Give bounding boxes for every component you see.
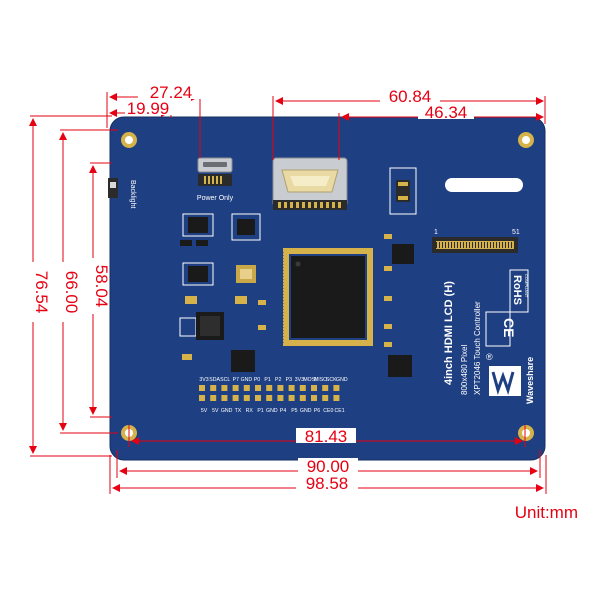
header-pin (333, 395, 340, 401)
header-pin (288, 385, 295, 391)
dimension-label: 98.58 (306, 474, 349, 493)
dimension-label: 66.00 (62, 271, 81, 314)
dimension-label: 19.99 (127, 99, 170, 118)
header-pin (210, 385, 217, 391)
pin-label: P4 (280, 408, 286, 414)
board-touch-controller: XPT2046 Touch Controller (473, 301, 482, 395)
unit-label: Unit:mm (515, 503, 578, 522)
header-pin (299, 385, 306, 391)
pin-header (199, 385, 340, 401)
board-resolution: 800x480 Pixel (460, 345, 469, 395)
micro-usb-connector (197, 157, 233, 186)
dimension-label: 60.84 (389, 87, 432, 106)
header-pin (243, 395, 250, 401)
pin-label: 3V3 (199, 377, 208, 383)
pin-label: GND (221, 408, 233, 414)
header-pin (277, 395, 284, 401)
pin-label: P3 (286, 377, 292, 383)
pin-label: GND (266, 408, 278, 414)
svg-text:CE: CE (501, 318, 517, 337)
mounting-hole-icon (518, 425, 534, 441)
header-pin (255, 395, 261, 401)
fpc-connector (432, 237, 518, 253)
pin-label: 5V (201, 408, 208, 414)
header-pin (322, 385, 329, 391)
fpc-pin-last: 51 (512, 229, 520, 236)
pin-label: 5V (212, 408, 219, 414)
header-pin (277, 385, 284, 391)
rohs-mark-icon: RoHS COMPLIANT (509, 269, 529, 313)
main-chip (283, 248, 373, 346)
dimension-label: 27.24 (150, 83, 193, 102)
header-pin (199, 385, 205, 391)
pin-label: GND (336, 377, 348, 383)
svg-text:RoHS: RoHS (511, 275, 523, 305)
svg-text:COMPLIANT: COMPLIANT (524, 274, 529, 298)
header-pin (232, 395, 239, 401)
header-pin (255, 385, 261, 391)
hdmi-connector (272, 157, 348, 210)
pin-label: P2 (275, 377, 281, 383)
header-pin (311, 385, 317, 391)
fpc-pin-first: 1 (434, 229, 438, 236)
pin-label: GND (300, 408, 312, 414)
dimension-label: 90.00 (307, 457, 350, 476)
pin-label: P0 (254, 377, 260, 383)
header-pin (232, 385, 239, 391)
backlight-switch (108, 178, 118, 198)
pin-label: P7 (233, 377, 239, 383)
pin-label: MISO (314, 377, 327, 383)
pin-label: P1 (257, 408, 263, 414)
header-pin (266, 395, 273, 401)
pin-label: CE1 (335, 408, 345, 414)
pin-label: SDA (209, 377, 220, 383)
mounting-hole-icon (121, 132, 137, 148)
header-pin (266, 385, 273, 391)
pin-label: TX (235, 408, 242, 414)
header-pin (311, 395, 317, 401)
pin-label: P1 (264, 377, 270, 383)
pin-label: P6 (314, 408, 320, 414)
header-pin (221, 385, 228, 391)
dimension-label: 81.43 (305, 427, 348, 446)
header-pin (288, 395, 295, 401)
pin-label: CE0 (323, 408, 333, 414)
dimension-label: 46.34 (425, 103, 468, 122)
side-component (389, 167, 417, 215)
board-slot (445, 178, 523, 192)
registered-mark: ® (486, 352, 493, 362)
pin-label: GND (241, 377, 253, 383)
components-left (179, 213, 266, 372)
components-right (384, 234, 414, 377)
header-pin (199, 395, 205, 401)
header-pin (322, 395, 329, 401)
brand-name: Waveshare (525, 357, 535, 404)
pin-label: SCK (326, 377, 337, 383)
pin-label: 3V3 (295, 377, 304, 383)
pin-label: SCL (220, 377, 230, 383)
pin-label: RX (246, 408, 254, 414)
power-only-label: Power Only (197, 195, 234, 202)
ce-mark-icon: CE (485, 311, 517, 347)
dimension-label: 58.04 (92, 265, 111, 308)
header-pin (333, 385, 340, 391)
header-pin (221, 395, 228, 401)
header-pin (299, 395, 306, 401)
header-pin (243, 385, 250, 391)
dimension-label: 76.54 (32, 271, 51, 314)
header-pin (210, 395, 217, 401)
extension-lines (30, 92, 547, 494)
pin-label: MOSI (303, 377, 316, 383)
backlight-label: Backlight (129, 180, 136, 208)
board-title: 4inch HDMI LCD (H) (443, 281, 455, 385)
waveshare-logo-icon (489, 366, 521, 396)
pin-label: P5 (291, 408, 297, 414)
mounting-hole-icon (518, 132, 534, 148)
